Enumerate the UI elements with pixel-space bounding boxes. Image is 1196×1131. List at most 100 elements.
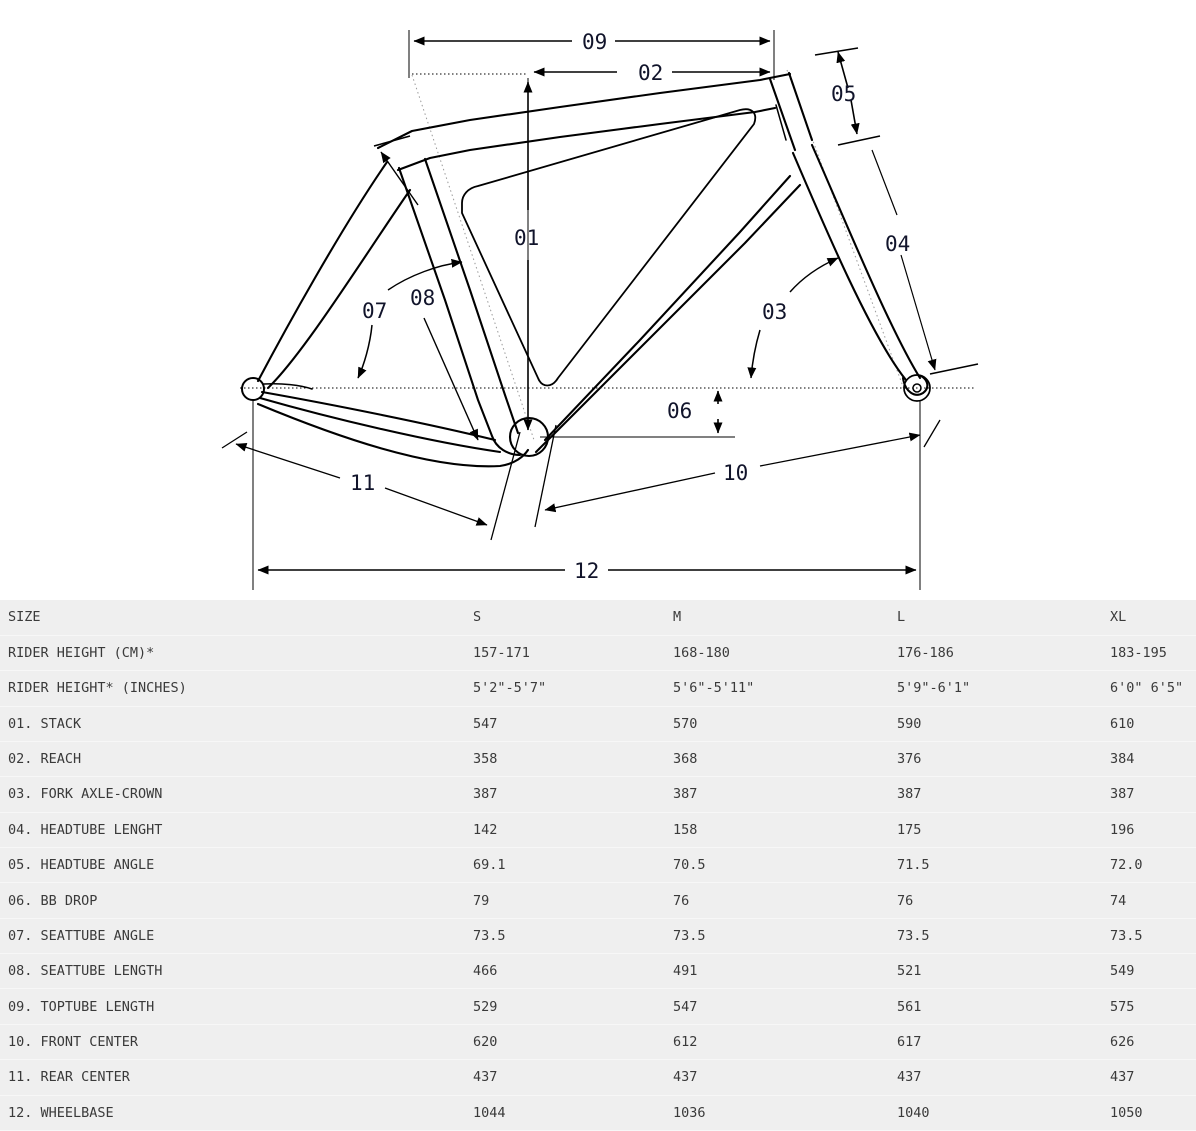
- cell-s: 466: [473, 963, 498, 980]
- downtube-top-edge: [543, 174, 792, 442]
- callout-label-02: 02: [638, 61, 663, 85]
- row-label: 01. STACK: [8, 715, 82, 732]
- cell-l: 176-186: [897, 645, 954, 662]
- frame-geometry-diagram: 09 02 01 05: [221, 30, 979, 590]
- cell-l: 521: [897, 963, 922, 980]
- table-row: 08. SEATTUBE LENGTH 466 491 521 549: [0, 954, 1196, 989]
- row-label: 06. BB DROP: [8, 892, 98, 909]
- table-row: 04. HEADTUBE LENGHT 142 158 175 196: [0, 812, 1196, 848]
- dimension-07-seattube-angle: [357, 324, 373, 379]
- dimension-08-seattube-length: [387, 258, 479, 441]
- row-label: 02. REACH: [8, 751, 82, 768]
- cell-l: 617: [897, 1033, 922, 1050]
- front-triangle-window: [461, 108, 757, 387]
- cell-xl: 575: [1110, 998, 1135, 1015]
- callout-label-08: 08: [410, 286, 435, 310]
- cell-m: 437: [673, 1069, 698, 1086]
- cell-l: 376: [897, 751, 922, 768]
- callout-label-10: 10: [723, 461, 748, 485]
- seattube-right-edge: [423, 157, 520, 435]
- seatstay-top-edge: [256, 160, 389, 383]
- dim-11-leader-left: [235, 442, 341, 479]
- chainstay-bottom-edge: [256, 402, 530, 468]
- row-label: 11. REAR CENTER: [8, 1069, 130, 1086]
- bottom-bracket-shell: [508, 416, 550, 458]
- dim-07-arc: [357, 324, 373, 379]
- table-row: 05. HEADTUBE ANGLE 69.1 70.5 71.5 72.0: [0, 848, 1196, 883]
- row-label: 08. SEATTUBE LENGTH: [8, 963, 163, 980]
- dim-08-arc-up: [387, 258, 463, 291]
- row-label: 09. TOPTUBE LENGTH: [8, 998, 155, 1015]
- cell-xl: 387: [1110, 786, 1135, 803]
- table-row: 06. BB DROP 79 76 76 74: [0, 883, 1196, 919]
- cell-xl: 437: [1110, 1069, 1135, 1086]
- fork-front-edge: [810, 143, 922, 380]
- dim-04-tick: [929, 363, 979, 375]
- row-label: 07. SEATTUBE ANGLE: [8, 927, 155, 944]
- geometry-svg: 09 02 01 05: [221, 30, 979, 590]
- cell-s: 69.1: [473, 857, 506, 874]
- cell-s: 547: [473, 715, 498, 732]
- dim-10-tick-left: [534, 424, 557, 528]
- table-row: 10. FRONT CENTER 620 612 617 626: [0, 1024, 1196, 1060]
- callout-label-06: 06: [667, 399, 692, 423]
- seatstay-bottom-edge: [266, 188, 412, 390]
- fork-rear-edge: [791, 151, 908, 382]
- dim-11-tick-left: [221, 431, 248, 449]
- cell-l: 437: [897, 1069, 922, 1086]
- cell-xl: 6'0" 6'5": [1110, 680, 1184, 697]
- row-label: 03. FORK AXLE-CROWN: [8, 786, 163, 803]
- cell-m: 76: [673, 892, 690, 909]
- column-header-s: S: [473, 609, 482, 626]
- cell-m: 612: [673, 1033, 698, 1050]
- cell-m: 491: [673, 963, 698, 980]
- chainstay-top-edge: [260, 390, 497, 442]
- seatpost-arrow-tick: [373, 135, 411, 147]
- front-axle: [912, 383, 922, 393]
- cell-xl: 72.0: [1110, 857, 1143, 874]
- callout-label-04: 04: [885, 232, 910, 256]
- rear-dropout: [241, 377, 265, 401]
- callout-label-01: 01: [514, 226, 539, 250]
- cell-l: 590: [897, 715, 922, 732]
- frame-outline: [241, 71, 931, 468]
- dim-10-leader-left: [544, 472, 716, 513]
- headtube-rear-edge: [768, 77, 797, 152]
- callout-label-11: 11: [350, 471, 375, 495]
- dim-10-tick-right: [923, 419, 941, 448]
- cell-xl: 74: [1110, 892, 1127, 909]
- cell-s: 1044: [473, 1104, 506, 1121]
- downtube-bottom-edge: [534, 183, 802, 454]
- dim-05-arrow-up: [836, 51, 849, 89]
- column-header-size: SIZE: [8, 609, 41, 626]
- cell-l: 76: [897, 892, 914, 909]
- cell-m: 1036: [673, 1104, 706, 1121]
- callout-label-09: 09: [582, 30, 607, 54]
- dim-03-arc-up: [789, 257, 839, 293]
- seatpost-arrow-line: [380, 151, 419, 206]
- dim-05-tick-bottom: [837, 135, 881, 146]
- cell-l: 175: [897, 821, 922, 838]
- row-label: RIDER HEIGHT (CM)*: [8, 645, 155, 662]
- cell-xl: 610: [1110, 715, 1135, 732]
- cell-xl: 384: [1110, 751, 1135, 768]
- row-label: 12. WHEELBASE: [8, 1104, 114, 1121]
- headtube-front-edge: [787, 71, 814, 142]
- table-row: 01. STACK 547 570 590 610: [0, 706, 1196, 742]
- row-label: 10. FRONT CENTER: [8, 1033, 139, 1050]
- cell-s: 5'2"-5'7": [473, 680, 547, 697]
- dimension-05-headtube-angle: [814, 47, 881, 146]
- cell-m: 73.5: [673, 927, 706, 944]
- headtube-axis: [786, 69, 906, 393]
- table-row: 12. WHEELBASE 1044 1036 1040 1050: [0, 1095, 1196, 1131]
- table-row: RIDER HEIGHT* (INCHES) 5'2"-5'7" 5'6"-5'…: [0, 671, 1196, 707]
- seattube-axis: [411, 74, 535, 441]
- column-header-m: M: [673, 609, 682, 626]
- dim-05-tick-top: [814, 47, 859, 56]
- dim-08-leader-down: [423, 317, 479, 441]
- fork-dropout: [901, 374, 929, 396]
- cell-m: 168-180: [673, 645, 730, 662]
- dimension-11-rear-center: [221, 431, 521, 541]
- dim-11-leader-right: [384, 487, 488, 526]
